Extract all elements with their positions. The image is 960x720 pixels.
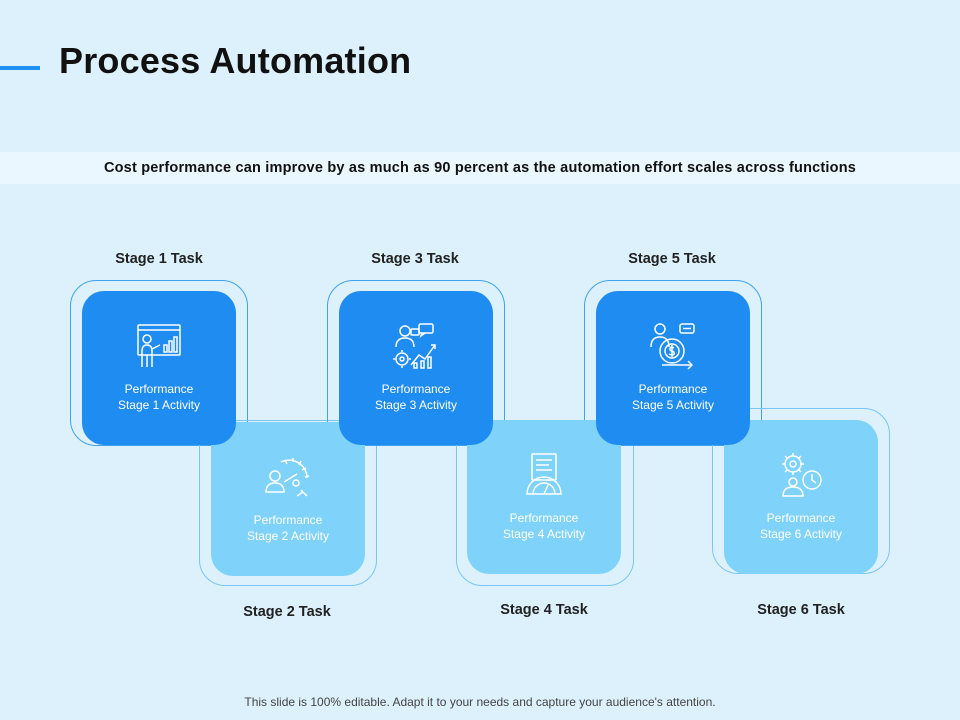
stage-5-line2: Stage 5 Activity: [631, 398, 715, 412]
stage-1-label: Stage 1 Task: [115, 251, 203, 267]
stage-1-line1: Performance: [124, 382, 194, 396]
stage-2-line1: Performance: [253, 513, 323, 527]
stage-5-line1: Performance: [638, 382, 708, 396]
stage-6-line1: Performance: [766, 511, 836, 525]
stage-4-line1: Performance: [509, 511, 579, 525]
subtitle: Cost performance can improve by as much …: [103, 160, 857, 176]
stage-1-card: Performance Stage 1 Activity: [82, 291, 236, 445]
report-gauge-icon: [526, 453, 562, 495]
presentation-icon: [137, 324, 181, 367]
stage-6-label: Stage 6 Task: [757, 602, 845, 618]
footer-note: This slide is 100% editable. Adapt it to…: [244, 695, 716, 709]
stage-4-line2: Stage 4 Activity: [502, 527, 586, 541]
stage-3-line1: Performance: [381, 382, 451, 396]
stage-2-outline: [199, 420, 377, 586]
stage-4-card: Performance Stage 4 Activity: [467, 420, 621, 574]
user-money-chat-icon: [650, 323, 695, 370]
stage-2-card: Performance Stage 2 Activity: [211, 422, 365, 576]
team-growth-icon: [393, 323, 436, 369]
title-accent-bar: [0, 66, 40, 70]
stage-1-line2: Stage 1 Activity: [117, 398, 201, 412]
user-gear-clock-icon: [782, 453, 822, 497]
stage-6-card: Performance Stage 6 Activity: [724, 420, 878, 574]
page-title: Process Automation: [59, 40, 412, 81]
stage-5-label: Stage 5 Task: [628, 251, 716, 267]
stage-5-card: Performance Stage 5 Activity: [596, 291, 750, 445]
stage-3-outline: [327, 280, 505, 446]
stage-3-label: Stage 3 Task: [371, 251, 459, 267]
stage-1-outline: [70, 280, 248, 446]
stage-2-label: Stage 2 Task: [243, 604, 331, 620]
stage-6-line2: Stage 6 Activity: [759, 527, 843, 541]
stage-3-line2: Stage 3 Activity: [374, 398, 458, 412]
stage-4-label: Stage 4 Task: [500, 602, 588, 618]
subtitle-band: Cost performance can improve by as much …: [0, 152, 960, 184]
speedometer-user-icon: [265, 458, 310, 497]
stage-5-outline: [584, 280, 762, 446]
stage-3-card: Performance Stage 3 Activity: [339, 291, 493, 445]
stage-2-line2: Stage 2 Activity: [246, 529, 330, 543]
